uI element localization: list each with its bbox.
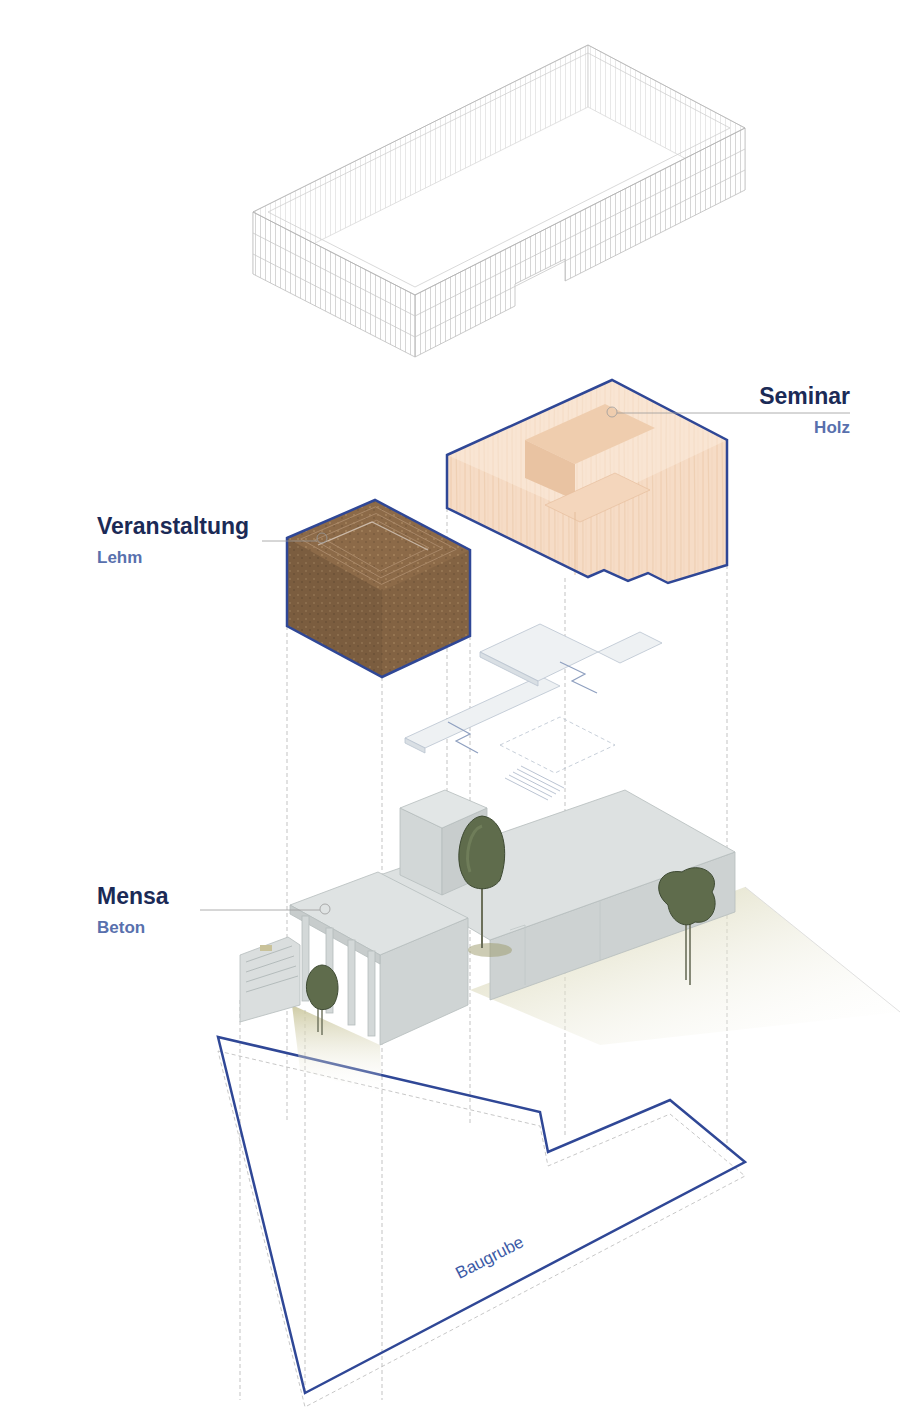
earth-volume-part	[287, 500, 470, 677]
leader-lines-part	[317, 533, 327, 543]
canteen-concrete-volume-part	[246, 946, 298, 992]
excavation-outline	[218, 1037, 745, 1407]
earth-volume-part	[382, 550, 470, 677]
earth-volume-part	[301, 507, 457, 585]
canteen-concrete-volume-part	[368, 951, 375, 1036]
ground-surface-part	[745, 887, 900, 1012]
facade-wireframe-part	[253, 149, 745, 337]
canteen-concrete-volume-part	[260, 945, 272, 951]
earth-volume-part	[318, 522, 428, 550]
projection-lines-part	[287, 626, 288, 1120]
circulation-plates-part	[598, 632, 662, 663]
trees-part	[318, 1008, 322, 1035]
circulation-plates	[405, 624, 662, 800]
projection-lines-part	[240, 1000, 241, 1400]
trees-part	[686, 922, 690, 985]
canteen-block-label: MensaBeton	[97, 884, 169, 938]
trees-part	[659, 868, 715, 925]
circulation-plates-part	[405, 676, 560, 748]
earth-volume-part	[287, 538, 382, 677]
leader-lines	[200, 407, 850, 914]
material-label: Holz	[759, 418, 850, 438]
trees-part	[459, 816, 505, 889]
earth-volume	[287, 500, 470, 677]
earth-volume-part	[328, 520, 429, 571]
timber-volume-part	[525, 440, 575, 500]
timber-volume-part	[447, 380, 727, 583]
canteen-concrete-volume-part	[510, 900, 600, 985]
canteen-concrete-volume	[240, 790, 735, 1045]
circulation-plates-part	[560, 662, 597, 693]
excavation-outline-part	[218, 1051, 745, 1407]
leader-lines-part	[617, 413, 850, 414]
material-label: Beton	[97, 918, 169, 938]
timber-volume-part	[447, 380, 727, 583]
canteen-concrete-volume-part	[240, 937, 300, 1022]
canteen-concrete-volume-part	[348, 940, 355, 1025]
circulation-plates-part	[405, 738, 425, 753]
timber-volume-part	[575, 512, 576, 575]
circulation-plates-part	[505, 766, 564, 800]
trees-part	[468, 826, 482, 872]
circulation-plates-part	[480, 652, 538, 686]
excavation-outline-part	[218, 1037, 745, 1393]
circulation-plates-part	[448, 722, 478, 753]
facade-wireframe-part	[253, 212, 415, 357]
trees-part	[306, 965, 338, 1010]
leader-lines-part	[200, 910, 320, 911]
block-title: Veranstaltung	[97, 514, 249, 538]
material-label: Lehm	[97, 548, 249, 568]
facade-wireframe-part	[415, 128, 745, 357]
timber-volume	[447, 380, 727, 583]
timber-volume-part	[545, 473, 650, 522]
leader-lines-part	[320, 904, 330, 914]
block-title: Mensa	[97, 884, 169, 908]
facade-wireframe-part	[253, 45, 745, 295]
earth-volume-part	[287, 500, 470, 677]
earth-volume-part	[314, 514, 442, 578]
seminar-block-label: SeminarHolz	[759, 384, 850, 438]
facade-wireframe-part	[268, 53, 730, 287]
leader-lines-part	[607, 407, 617, 417]
site-label: Baugrube	[448, 1229, 532, 1287]
trees-part	[481, 885, 483, 948]
block-title: Seminar	[759, 384, 850, 408]
facade-wireframe	[253, 45, 745, 357]
trees	[306, 816, 715, 1035]
event-block-label: VeranstaltungLehm	[97, 514, 249, 568]
leader-lines-part	[262, 541, 317, 542]
circulation-plates-part	[480, 624, 598, 681]
circulation-plates-part	[500, 717, 615, 773]
trees-part	[468, 943, 512, 957]
excavation-label: Baugrube	[448, 1229, 532, 1287]
